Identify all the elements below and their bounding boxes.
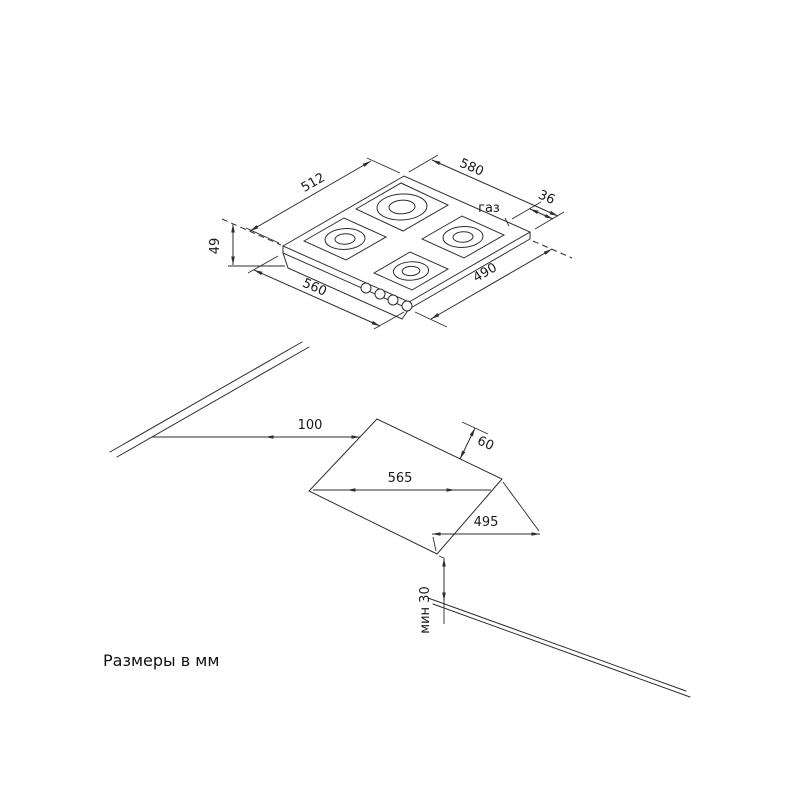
gas-offset-dim-label: 36 [536,188,557,208]
dim-565: 565 [313,471,491,492]
hob-view: 512 580 газ 36 49 [208,154,573,330]
burner-ring-outer [376,193,428,221]
burner-ring-inner [401,265,421,277]
cutout-side-offset-dim-label: 60 [475,434,496,454]
dim-100: 100 [152,418,360,439]
cutout-front-min-dim-label: мин 30 [418,586,433,633]
dim-36: 36 [511,188,557,220]
knob [374,288,386,300]
counter-cutout-view: 100 565 60 495 [109,341,691,698]
cutout-back-offset-dim-label: 100 [298,418,323,433]
dim-60: 60 [459,421,496,460]
gas-label: газ [478,201,500,216]
hob-width-dim-label: 580 [457,156,486,180]
burner-ring-inner [334,233,356,245]
hob-height-dim-label: 49 [208,238,223,255]
dim-495: 495 [432,481,540,552]
knob [360,282,372,294]
worktop-reference-right [532,240,573,259]
worktop-front-edge [427,597,691,698]
dim-560: 560 [247,255,405,330]
dim-min-30: мин 30 [418,555,446,634]
burner-ring-inner [452,231,474,243]
hob-bottom-left-dim-label: 560 [300,276,329,300]
cutout-width-dim-label: 565 [388,471,413,486]
hob-depth-dim-label: 512 [299,170,328,195]
gas-connection: газ [478,201,510,227]
worktop-rear-edge [109,341,310,458]
knob [401,300,413,312]
gas-tick [504,217,510,227]
worktop-reference-left [221,218,282,246]
burner-ring-outer [442,226,484,248]
burner-ring-outer [392,261,430,281]
burner-ring-inner [388,199,416,215]
units-note: Размеры в мм [103,651,219,670]
cutout-depth-dim-label: 495 [474,515,499,530]
knob [387,294,399,306]
dim-49: 49 [208,224,285,267]
